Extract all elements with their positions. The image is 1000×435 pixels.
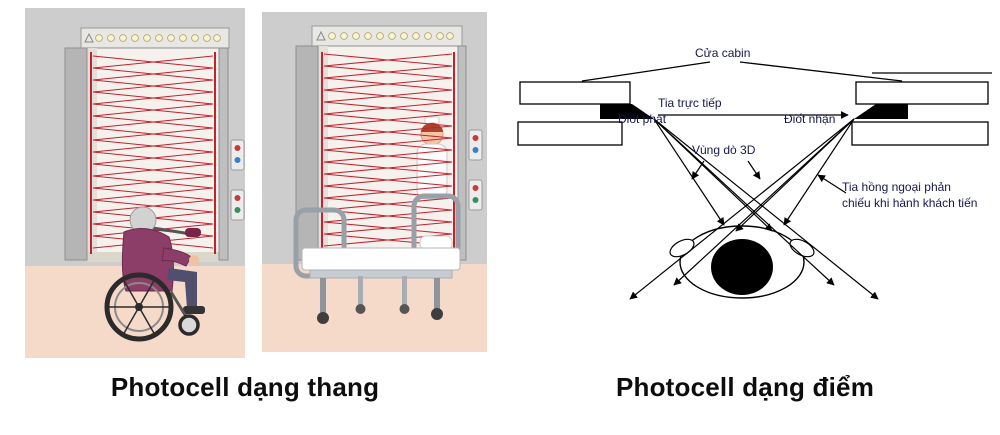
caption-point-photocell: Photocell dạng điểm (615, 372, 875, 402)
leader-right (739, 61, 903, 82)
label-receiver-diode: Điốt nhận (784, 112, 836, 126)
open-door-panel (64, 47, 88, 261)
left-door-upper-bar (519, 81, 631, 105)
point-photocell-diagram (517, 61, 992, 300)
leader-left (581, 61, 711, 82)
door-jamb (457, 45, 467, 261)
wheelchair-user (104, 206, 205, 342)
hospital-bed (293, 193, 461, 324)
call-button-panel (468, 129, 483, 211)
right-door-lower-bar (851, 121, 989, 146)
label-cabin-door: Cửa cabin (695, 46, 751, 60)
door-lamp-indicator (311, 25, 463, 47)
label-direct-beam: Tia trực tiếp (658, 96, 722, 110)
left-door-lower-bar (517, 121, 623, 146)
caption-ladder-photocell: Photocell dạng thang (110, 372, 380, 402)
label-emitter-diode: Điốt phát (618, 112, 667, 126)
receiver-diode-shape (854, 104, 908, 119)
emitter-diode-shape (600, 104, 654, 119)
beam-lines (629, 111, 879, 300)
zone-arrow-left (691, 160, 705, 180)
hall-floor (262, 264, 487, 352)
front-caster (178, 314, 200, 336)
zone-arrow-right (747, 160, 761, 180)
elevator-bed-illustration (262, 12, 487, 352)
label-3d-zone: Vùng dò 3D (692, 143, 756, 157)
right-door-upper-bar (855, 81, 989, 105)
mattress (301, 247, 461, 271)
open-door-panel (295, 45, 319, 261)
door-jamb (218, 47, 229, 261)
call-button-panel (230, 139, 245, 221)
label-reflected-beam: Tia hồng ngoại phản chiếu khi hành khách… (842, 180, 978, 210)
door-lamp-indicator (80, 27, 230, 49)
light-curtain-beams (321, 52, 455, 250)
elevator-wheelchair-illustration (25, 8, 245, 358)
passenger-head-top-view (669, 225, 815, 299)
annotation-leader-arrow (817, 174, 847, 194)
light-curtain-beams (90, 52, 216, 254)
